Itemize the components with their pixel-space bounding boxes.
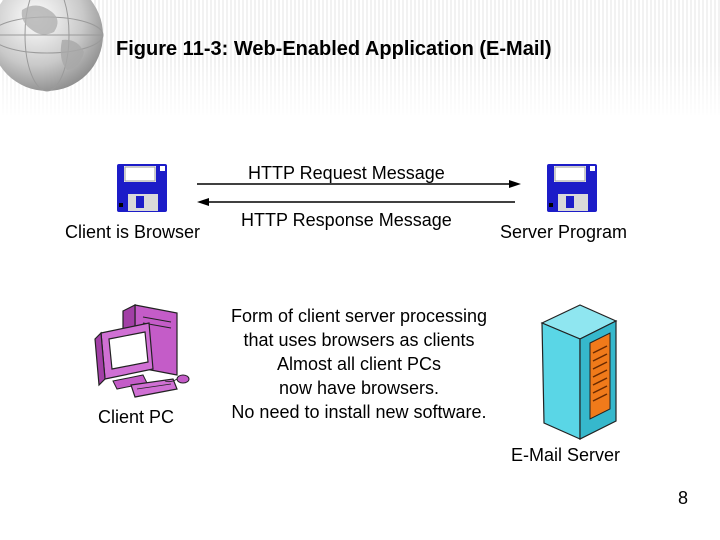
header-fade	[0, 60, 720, 120]
description-line: Almost all client PCs	[276, 354, 442, 374]
floppy-disk-icon	[117, 164, 167, 212]
server-program-label: Server Program	[500, 222, 628, 242]
description-line: No need to install new software.	[231, 402, 487, 422]
http-response-label: HTTP Response Message	[241, 210, 452, 230]
request-arrow	[197, 180, 521, 206]
globe-icon	[0, 0, 104, 92]
desktop-pc-icon	[94, 304, 190, 398]
http-request-label: HTTP Request Message	[248, 163, 445, 183]
page-number: 8	[678, 488, 689, 508]
client-browser-label: Client is Browser	[65, 222, 201, 242]
client-pc-label: Client PC	[98, 407, 175, 427]
description-line: Form of client server processing	[230, 306, 488, 326]
floppy-disk-icon	[547, 164, 597, 212]
email-server-label: E-Mail Server	[511, 445, 621, 465]
slide-title: Figure 11-3: Web-Enabled Application (E-…	[116, 38, 552, 60]
description-text: Form of client server processing that us…	[206, 304, 512, 424]
description-line: now have browsers.	[278, 378, 440, 398]
description-line: that uses browsers as clients	[243, 330, 475, 350]
server-tower-icon	[540, 304, 618, 440]
